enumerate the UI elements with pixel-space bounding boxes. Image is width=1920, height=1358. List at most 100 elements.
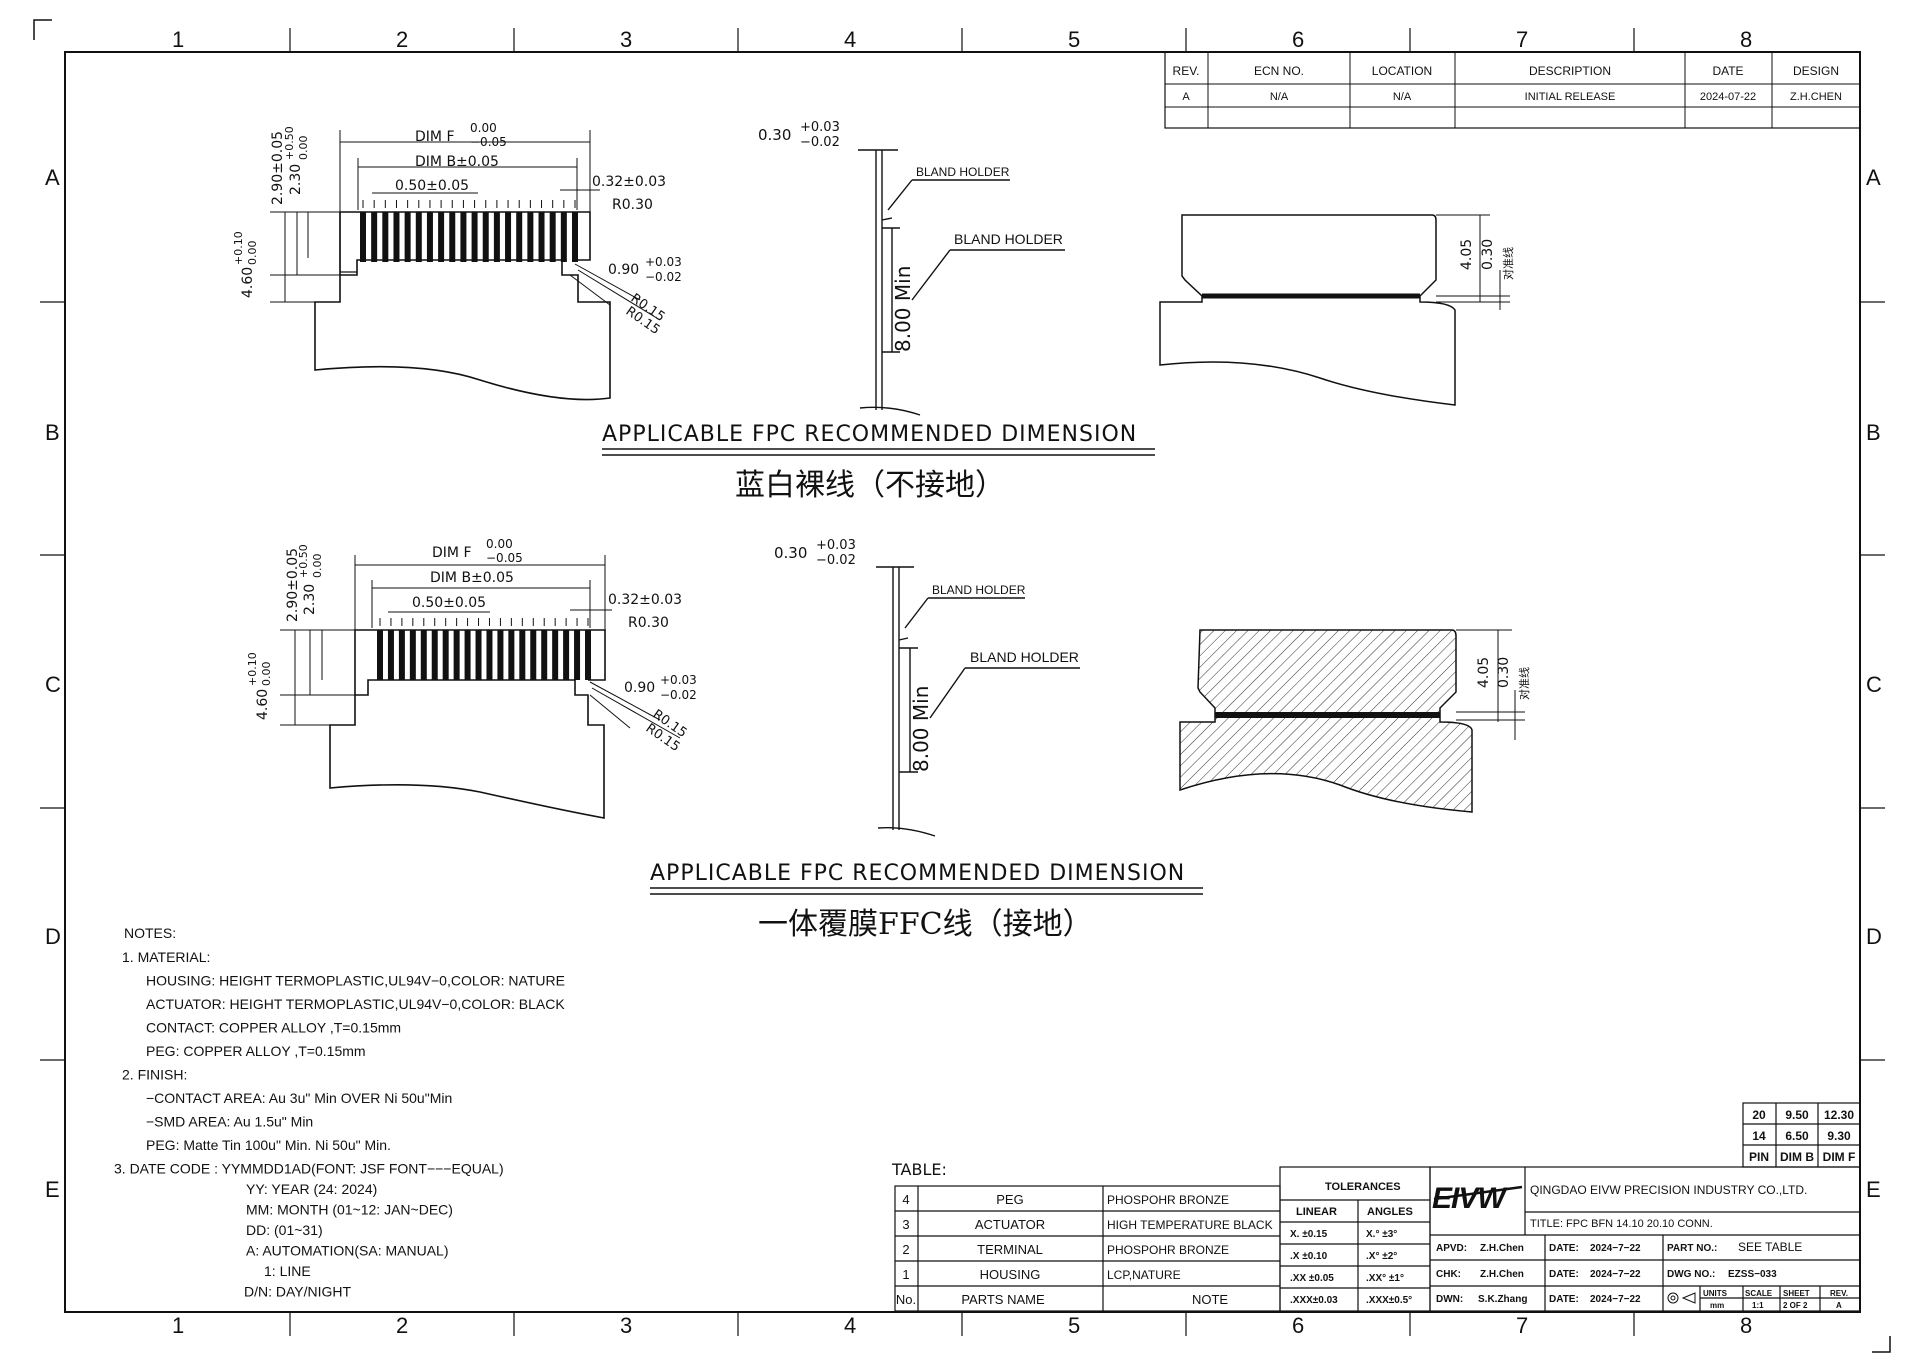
zone-row-label: D bbox=[45, 924, 61, 949]
contact-finger bbox=[431, 630, 438, 680]
note-line: 2. FINISH: bbox=[122, 1067, 187, 1083]
svg-text:−0.02: −0.02 bbox=[816, 553, 856, 568]
svg-text:R0.30: R0.30 bbox=[612, 197, 653, 213]
section-caption-cn: 蓝白裸线（不接地） bbox=[735, 468, 1005, 503]
svg-text:DIM B±0.05: DIM B±0.05 bbox=[430, 570, 514, 586]
svg-text:2024−7−22: 2024−7−22 bbox=[1590, 1269, 1641, 1280]
zone-row-label: E bbox=[45, 1177, 60, 1202]
svg-text:SCALE: SCALE bbox=[1745, 1289, 1773, 1298]
part-header: NOTE bbox=[1192, 1292, 1228, 1307]
title-block: EIVW QINGDAO EIVW PRECISION INDUSTRY CO.… bbox=[1429, 1166, 1861, 1312]
svg-text:8.00 Min: 8.00 Min bbox=[909, 686, 933, 772]
svg-text:一体覆膜FFC线（接地）: 一体覆膜FFC线（接地） bbox=[758, 907, 1093, 942]
rev-header: DESIGN bbox=[1793, 64, 1839, 78]
svg-text:0.00: 0.00 bbox=[297, 136, 310, 161]
rev-header: ECN NO. bbox=[1254, 64, 1304, 78]
svg-text:DATE:: DATE: bbox=[1549, 1243, 1579, 1254]
contact-finger bbox=[497, 630, 504, 680]
svg-text:−0.02: −0.02 bbox=[800, 135, 840, 150]
part-name: ACTUATOR bbox=[975, 1217, 1045, 1232]
svg-text:2.30: 2.30 bbox=[302, 584, 318, 615]
zone-row-label: A bbox=[45, 165, 60, 190]
part-no: 1 bbox=[902, 1267, 909, 1282]
zone-row-label: E bbox=[1866, 1177, 1881, 1202]
zone-column-label: 6 bbox=[1292, 1313, 1304, 1338]
tol-angle: .XXX±0.5° bbox=[1366, 1295, 1412, 1306]
contact-finger bbox=[482, 212, 489, 262]
rev-cell: Z.H.CHEN bbox=[1790, 91, 1842, 103]
svg-text:0.00: 0.00 bbox=[260, 662, 273, 687]
contact-finger bbox=[552, 630, 559, 680]
svg-text:4.60: 4.60 bbox=[240, 267, 256, 298]
svg-text:对准线: 对准线 bbox=[1517, 667, 1531, 700]
contact-finger bbox=[438, 212, 445, 262]
rev-header: DESCRIPTION bbox=[1529, 64, 1611, 78]
zone-column-label: 6 bbox=[1292, 27, 1304, 52]
contact-finger bbox=[549, 212, 556, 262]
svg-text:−0.02: −0.02 bbox=[660, 688, 697, 702]
svg-text:0.00: 0.00 bbox=[470, 121, 497, 135]
notes-title: NOTES: bbox=[124, 925, 176, 941]
zone-row-label: B bbox=[1866, 420, 1881, 445]
svg-text:mm: mm bbox=[1710, 1301, 1724, 1310]
svg-text:DWG NO.:: DWG NO.: bbox=[1667, 1269, 1715, 1280]
rev-cell: INITIAL RELEASE bbox=[1525, 91, 1616, 103]
svg-text:0.00: 0.00 bbox=[486, 537, 513, 551]
svg-text:DATE:: DATE: bbox=[1549, 1294, 1579, 1305]
svg-text:PART NO.:: PART NO.: bbox=[1667, 1243, 1717, 1254]
contact-finger bbox=[442, 630, 449, 680]
contact-finger bbox=[516, 212, 523, 262]
part-name: PEG bbox=[996, 1192, 1023, 1207]
rev-cell: N/A bbox=[1393, 91, 1412, 103]
svg-text:ANGLES: ANGLES bbox=[1367, 1206, 1413, 1218]
rev-cell: 2024-07-22 bbox=[1700, 91, 1756, 103]
pin-cell: 12.30 bbox=[1824, 1108, 1854, 1122]
tol-angle: X.° ±3° bbox=[1366, 1229, 1397, 1240]
bottom-ffc-view: DIM F 0.00 −0.05 DIM B±0.05 0.50±0.05 0.… bbox=[246, 537, 1531, 942]
contact-finger bbox=[393, 212, 400, 262]
svg-text:2024−7−22: 2024−7−22 bbox=[1590, 1243, 1641, 1254]
dim-b-label: DIM B±0.05 bbox=[415, 154, 499, 170]
rev-header: REV. bbox=[1173, 64, 1200, 78]
svg-text:0.50±0.05: 0.50±0.05 bbox=[412, 595, 486, 611]
svg-text:0.90: 0.90 bbox=[608, 262, 639, 278]
contact-finger bbox=[426, 212, 433, 262]
svg-text:Z.H.Chen: Z.H.Chen bbox=[1480, 1269, 1524, 1280]
svg-text:4.60: 4.60 bbox=[255, 689, 271, 720]
contact-finger bbox=[409, 630, 416, 680]
svg-text:+0.03: +0.03 bbox=[660, 673, 697, 687]
zone-column-label: 1 bbox=[172, 1313, 184, 1338]
svg-text:2 OF 2: 2 OF 2 bbox=[1783, 1301, 1808, 1310]
zone-column-label: 4 bbox=[844, 1313, 856, 1338]
rev-header: DATE bbox=[1712, 64, 1743, 78]
notes-block: NOTES:1. MATERIAL:HOUSING: HEIGHT TERMOP… bbox=[114, 925, 565, 1300]
svg-text:+0.50: +0.50 bbox=[297, 544, 310, 578]
contact-finger bbox=[563, 630, 570, 680]
part-note: HIGH TEMPERATURE BLACK bbox=[1107, 1218, 1273, 1232]
note-line: YY: YEAR (24: 2024) bbox=[246, 1181, 377, 1197]
pin-cell: DIM B bbox=[1780, 1150, 1814, 1164]
contact-finger bbox=[449, 212, 456, 262]
svg-text:S.K.Zhang: S.K.Zhang bbox=[1478, 1294, 1527, 1305]
contact-finger bbox=[475, 630, 482, 680]
zone-row-label: C bbox=[45, 672, 61, 697]
svg-text:−0.05: −0.05 bbox=[486, 551, 523, 565]
contact-finger bbox=[508, 630, 515, 680]
svg-text:0.30: 0.30 bbox=[1496, 657, 1512, 688]
zone-row-label: D bbox=[1866, 924, 1882, 949]
svg-text:BLAND HOLDER: BLAND HOLDER bbox=[932, 583, 1026, 597]
contact-finger bbox=[505, 212, 512, 262]
contact-finger bbox=[415, 212, 422, 262]
note-line: HOUSING: HEIGHT TERMOPLASTIC,UL94V−0,COL… bbox=[146, 973, 565, 989]
note-line: 1: LINE bbox=[264, 1263, 311, 1279]
note-line: 3. DATE CODE : YYMMDD1AD(FONT: JSF FONT−… bbox=[114, 1161, 504, 1177]
contact-finger bbox=[460, 212, 467, 262]
zone-column-label: 3 bbox=[620, 27, 632, 52]
zone-ticks bbox=[40, 28, 1885, 1336]
contact-finger bbox=[387, 630, 394, 680]
svg-text:TOLERANCES: TOLERANCES bbox=[1325, 1181, 1401, 1193]
svg-text:R0.30: R0.30 bbox=[628, 615, 669, 631]
rev-cell: N/A bbox=[1270, 91, 1289, 103]
zone-column-label: 3 bbox=[620, 1313, 632, 1338]
